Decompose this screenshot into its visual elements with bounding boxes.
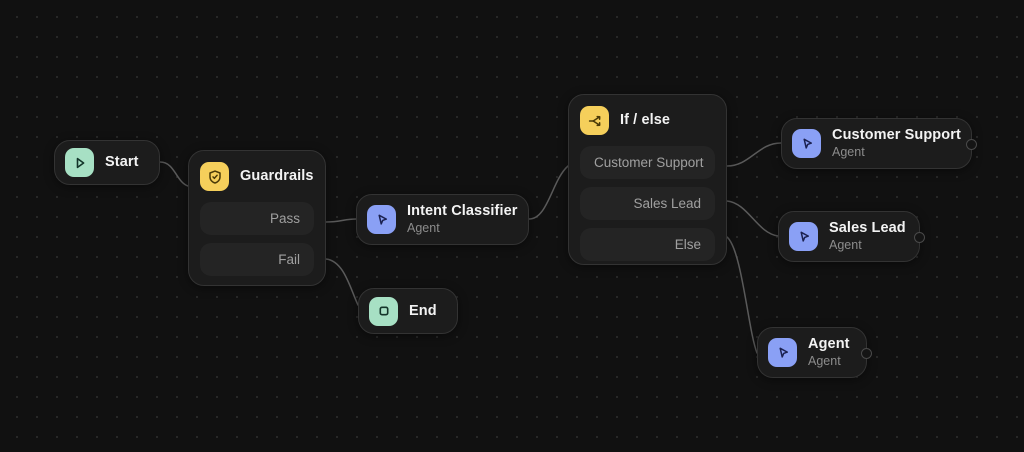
if-else-row-else[interactable]: Else bbox=[580, 228, 715, 261]
node-guardrails[interactable]: Guardrails Pass Fail bbox=[188, 150, 326, 286]
node-sales-lead-text: Sales Lead Agent bbox=[829, 220, 906, 253]
node-end-title: End bbox=[409, 302, 437, 319]
guardrails-row-pass[interactable]: Pass bbox=[200, 202, 314, 235]
edge-fail-to-end bbox=[325, 258, 359, 306]
node-customer-support-subtitle: Agent bbox=[832, 144, 865, 159]
node-agent-subtitle: Agent bbox=[808, 353, 841, 368]
node-customer-support-title: Customer Support bbox=[832, 127, 961, 144]
guardrails-branch-list: Pass Fail bbox=[200, 202, 314, 276]
node-intent-classifier[interactable]: Intent Classifier Agent bbox=[356, 194, 529, 245]
shield-check-icon bbox=[200, 162, 229, 191]
node-guardrails-header: Guardrails bbox=[200, 162, 314, 191]
cursor-arrow-icon bbox=[367, 205, 396, 234]
node-customer-support[interactable]: Customer Support Agent bbox=[781, 118, 977, 169]
play-icon bbox=[65, 148, 94, 177]
node-intent-classifier-subtitle: Agent bbox=[407, 220, 440, 235]
cursor-arrow-icon bbox=[792, 129, 821, 158]
if-else-row-customer-support-label: Customer Support bbox=[594, 155, 704, 170]
sales-lead-output-port[interactable] bbox=[914, 232, 925, 243]
edge-else-to-agent bbox=[726, 236, 758, 354]
customer-support-output-port[interactable] bbox=[966, 139, 977, 150]
node-start[interactable]: Start bbox=[54, 140, 160, 185]
node-sales-lead[interactable]: Sales Lead Agent bbox=[778, 211, 925, 262]
agent-output-port[interactable] bbox=[861, 348, 872, 359]
node-guardrails-title: Guardrails bbox=[240, 168, 314, 185]
node-agent-text: Agent Agent bbox=[808, 336, 850, 369]
node-if-else-title: If / else bbox=[620, 112, 671, 129]
node-agent[interactable]: Agent Agent bbox=[757, 327, 872, 378]
node-sales-lead-title: Sales Lead bbox=[829, 220, 906, 237]
stop-square-icon bbox=[369, 296, 398, 326]
node-sales-lead-subtitle: Agent bbox=[829, 237, 862, 252]
node-customer-support-text: Customer Support Agent bbox=[832, 127, 961, 160]
if-else-row-else-label: Else bbox=[674, 237, 701, 252]
if-else-branch-list: Customer Support Sales Lead Else bbox=[580, 146, 715, 261]
edge-cs-to-customer-support bbox=[726, 142, 782, 167]
guardrails-row-pass-label: Pass bbox=[269, 211, 300, 226]
cursor-arrow-icon bbox=[789, 222, 818, 251]
edge-start-to-guardrails bbox=[159, 161, 189, 187]
if-else-row-customer-support[interactable]: Customer Support bbox=[580, 146, 715, 179]
guardrails-row-fail[interactable]: Fail bbox=[200, 243, 314, 276]
node-if-else-header: If / else bbox=[580, 106, 715, 135]
node-intent-classifier-text: Intent Classifier Agent bbox=[407, 203, 517, 236]
if-else-row-sales-lead-label: Sales Lead bbox=[633, 196, 701, 211]
cursor-arrow-icon bbox=[768, 338, 797, 367]
edge-sales-to-sales-lead bbox=[726, 200, 779, 237]
guardrails-row-fail-label: Fail bbox=[278, 252, 300, 267]
node-if-else[interactable]: If / else Customer Support Sales Lead El… bbox=[568, 94, 727, 265]
branch-split-icon bbox=[580, 106, 609, 135]
edge-pass-to-intent bbox=[325, 218, 357, 223]
node-agent-title: Agent bbox=[808, 336, 850, 353]
node-intent-classifier-title: Intent Classifier bbox=[407, 203, 518, 220]
if-else-row-sales-lead[interactable]: Sales Lead bbox=[580, 187, 715, 220]
node-end[interactable]: End bbox=[358, 288, 458, 334]
node-start-title: Start bbox=[105, 154, 139, 171]
edge-intent-to-ifelse bbox=[528, 165, 569, 220]
